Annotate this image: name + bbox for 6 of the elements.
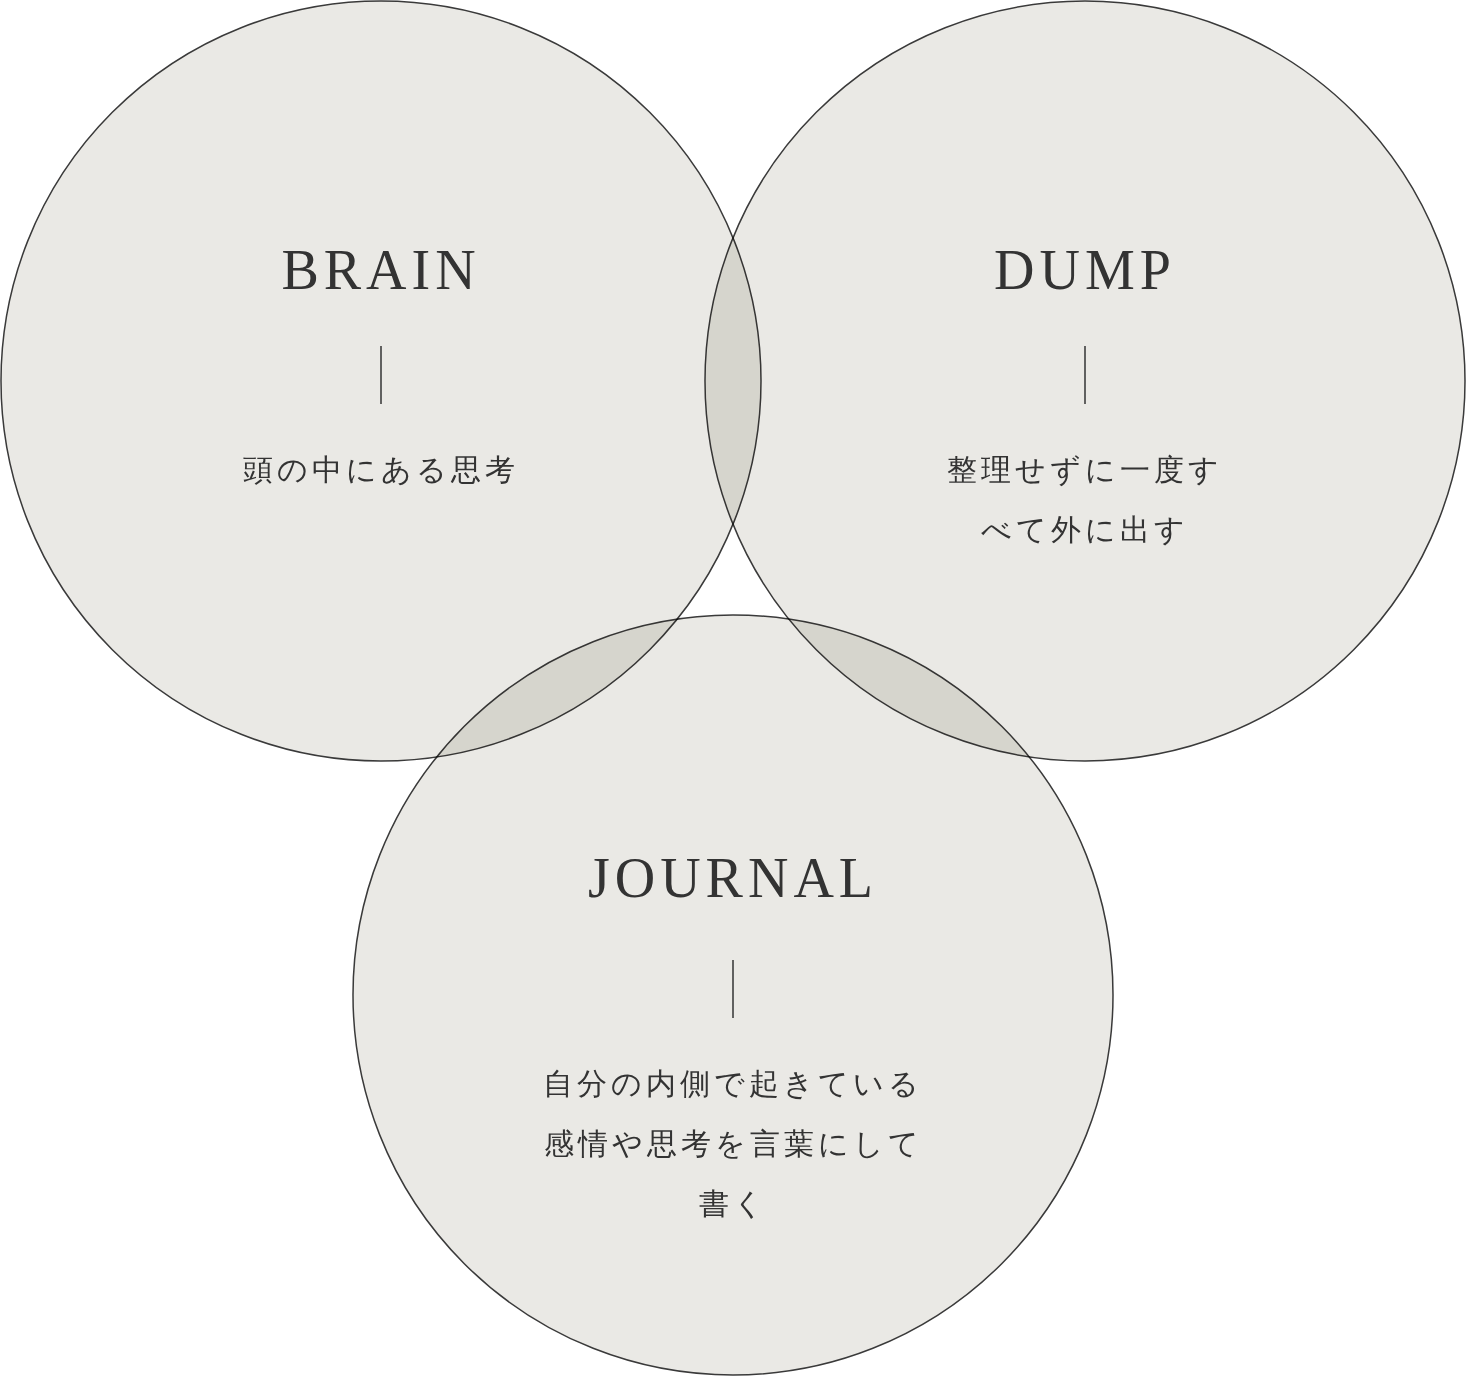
circle-description: 自分の内側で起きている感情や思考を言葉にして書く [542,1065,924,1223]
circle-description: 頭の中にある思考 [242,451,520,489]
circle-heading: DUMP [994,238,1176,302]
circle-description: 整理せずに一度すべて外に出す [946,451,1224,549]
circle-heading: BRAIN [281,238,481,302]
circle-heading: JOURNAL [587,846,879,910]
